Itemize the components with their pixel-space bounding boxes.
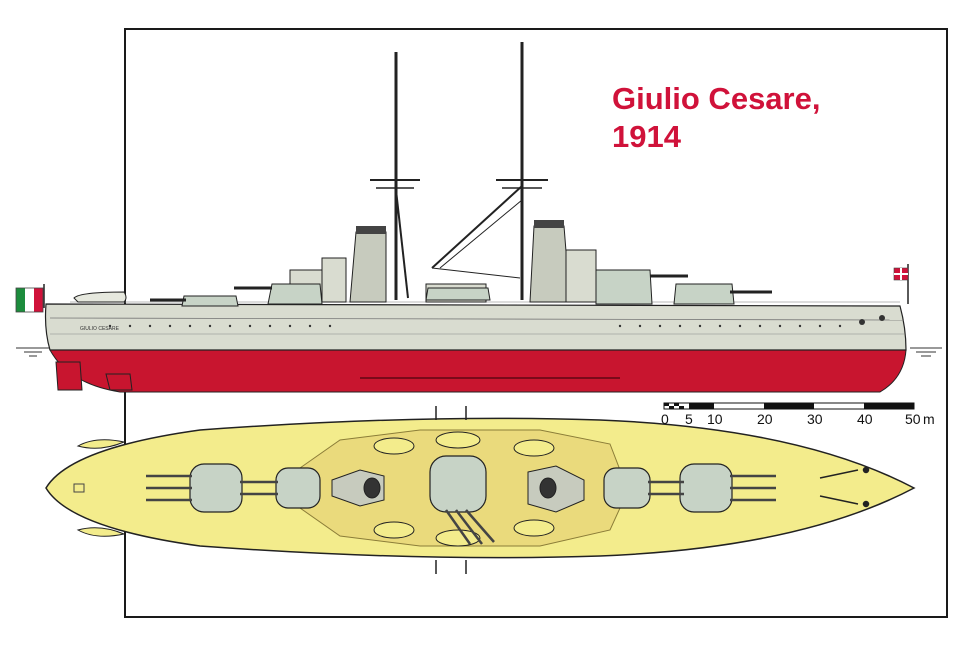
funnel-aft — [349, 231, 387, 303]
funnels-plan — [331, 465, 585, 513]
scale-tick-10: 10 — [707, 411, 723, 427]
scale-tick-20: 20 — [757, 411, 773, 427]
gun-barrels-plan — [146, 474, 776, 545]
scale-tick-40: 40 — [857, 411, 873, 427]
boat-port-aft — [76, 439, 126, 449]
drawing-title: Giulio Cesare, 1914 — [612, 80, 820, 156]
propeller — [105, 373, 133, 391]
hull-name: GIULIO CESARE — [80, 326, 120, 332]
funnel-fore — [529, 225, 571, 303]
scale-tick-30: 30 — [807, 411, 823, 427]
scale-tick-5: 5 — [685, 411, 693, 427]
portholes — [108, 315, 885, 328]
waterline-marker-bow — [910, 347, 942, 357]
title-year: 1914 — [612, 119, 681, 154]
turrets-profile — [150, 269, 772, 307]
rudder — [55, 361, 83, 391]
hull-upper — [44, 303, 907, 351]
bow-fittings — [819, 466, 870, 508]
plan-view — [45, 406, 916, 574]
savoy-jack-icon — [893, 264, 909, 304]
scale-tick-0: 0 — [661, 411, 669, 427]
boat-starboard-aft — [76, 527, 126, 537]
masts — [370, 42, 548, 300]
scale-bar: 0 5 10 20 30 40 50 m — [661, 402, 935, 427]
deck-boats — [373, 431, 555, 547]
scale-unit: m — [923, 411, 935, 427]
italian-tricolour-icon — [15, 284, 45, 313]
hull-lower — [49, 349, 907, 393]
title-ship-name: Giulio Cesare, — [612, 81, 821, 116]
scale-tick-50: 50 — [905, 411, 921, 427]
stern-boat — [73, 291, 127, 303]
waterline-marker-stern — [16, 347, 50, 357]
profile-view: GIULIO CESARE — [15, 42, 942, 393]
bridge — [565, 249, 597, 303]
turrets-plan — [189, 455, 733, 513]
